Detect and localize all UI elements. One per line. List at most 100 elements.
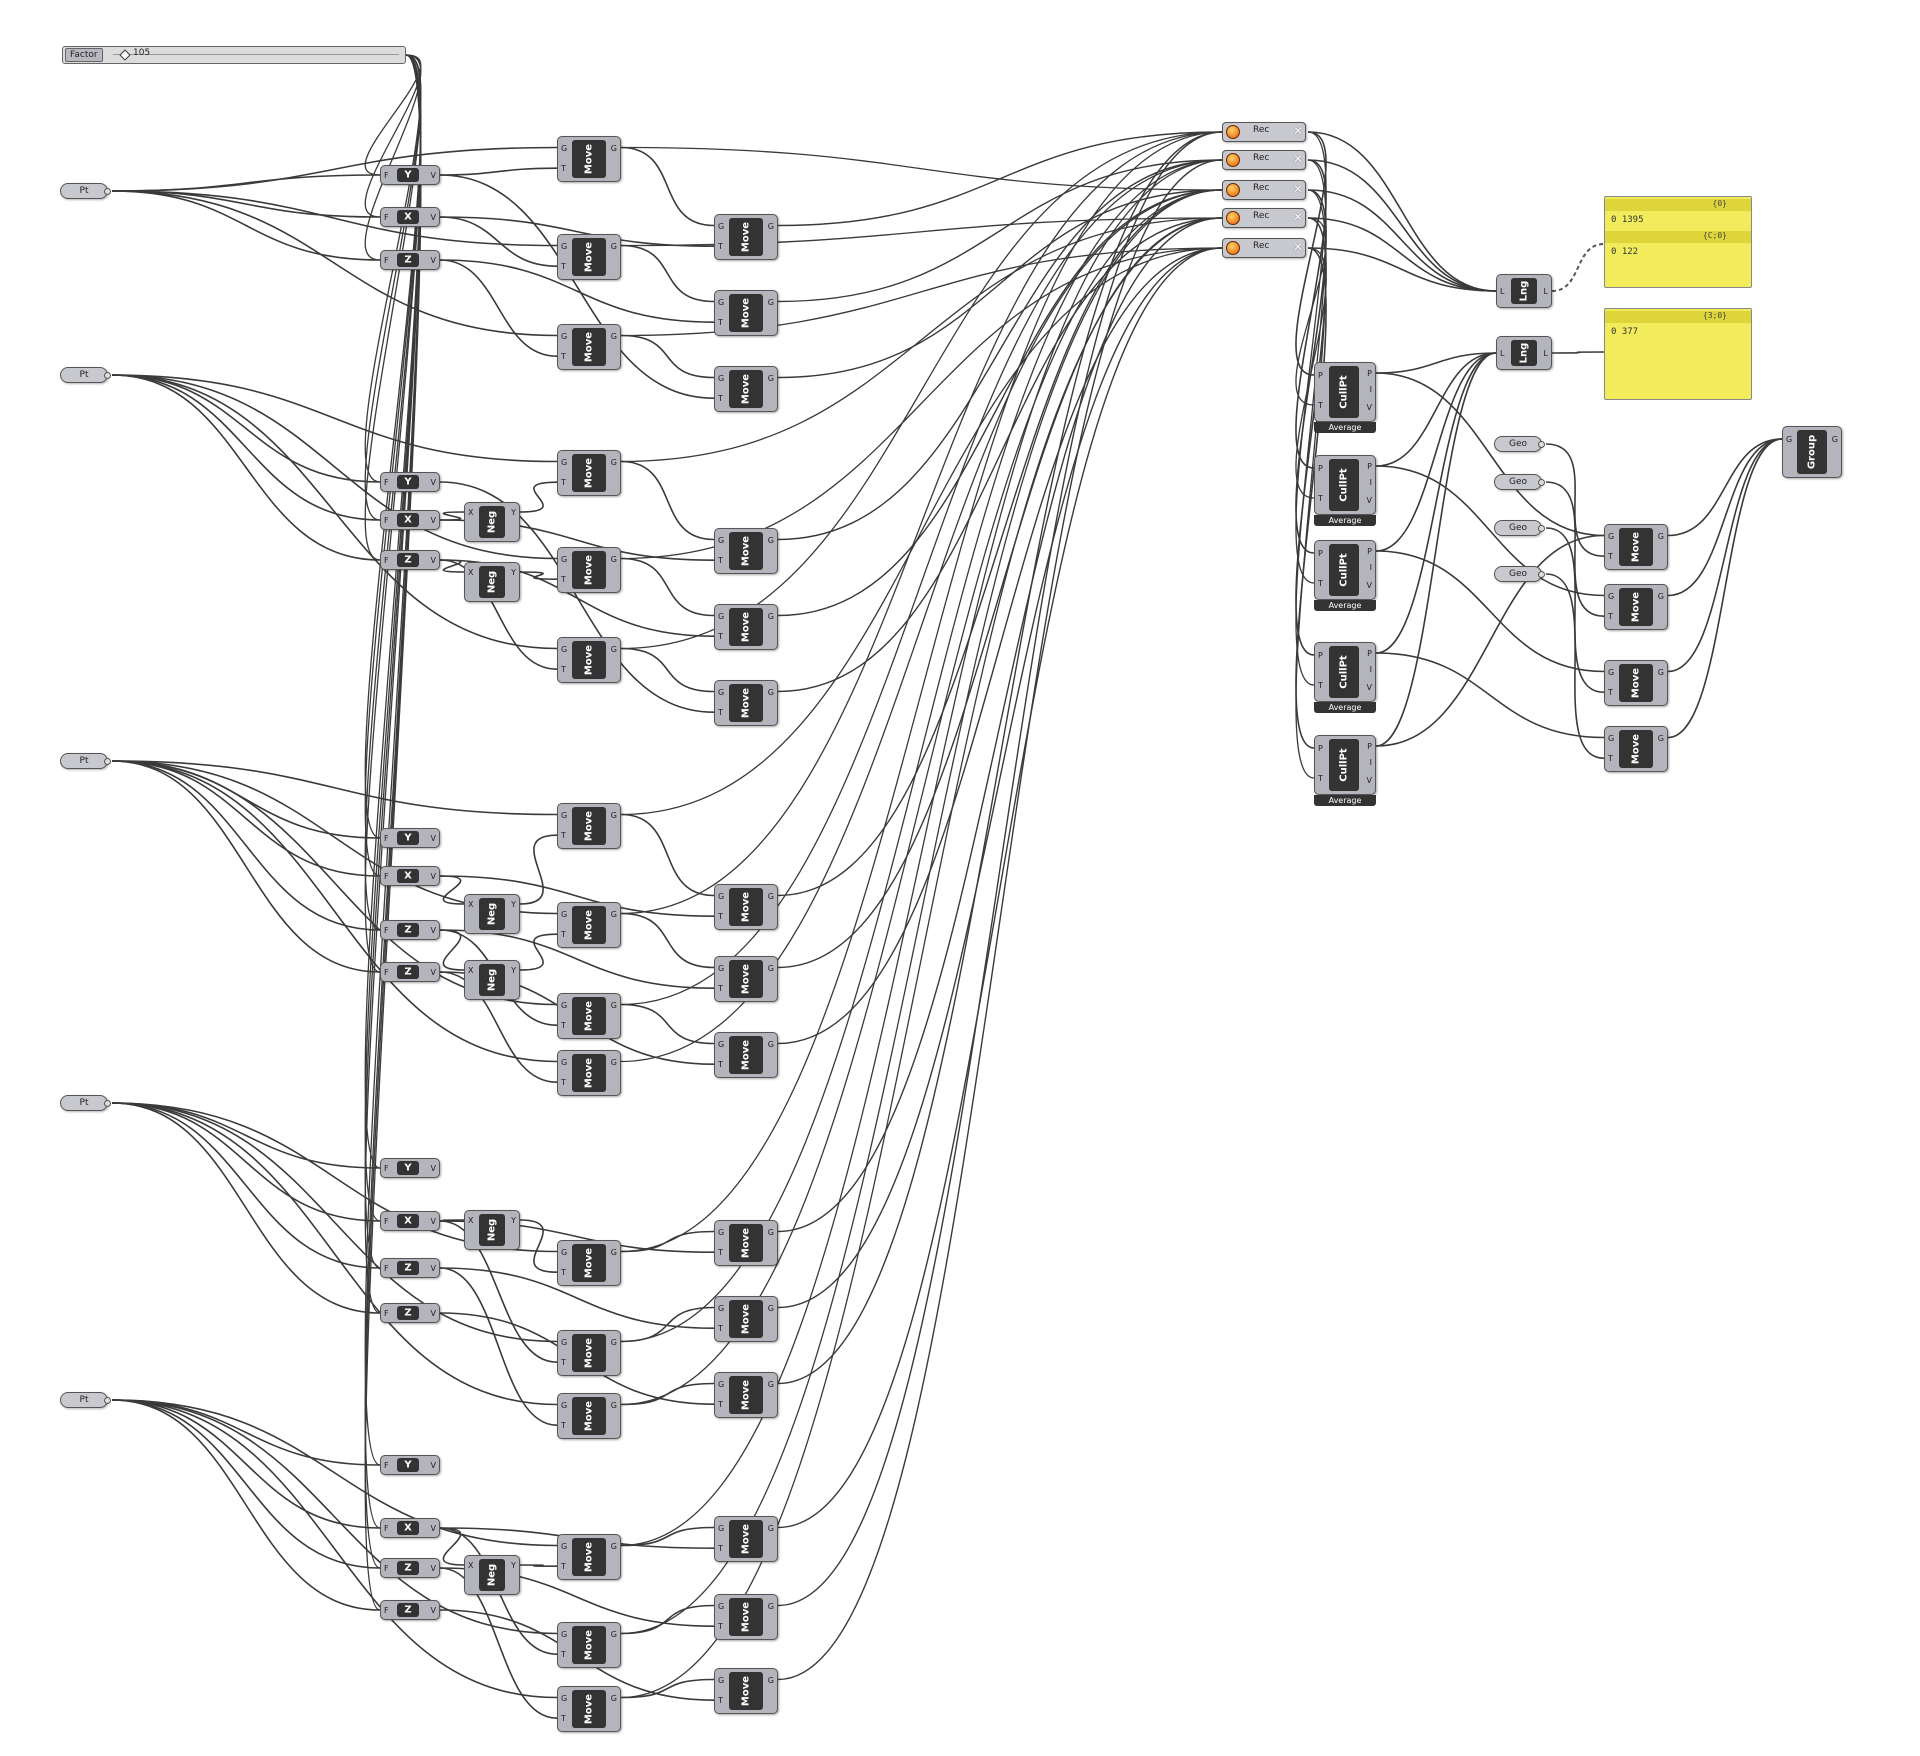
- pt-param[interactable]: Pt: [60, 367, 111, 383]
- data-recorder[interactable]: Rec✕: [1222, 238, 1306, 258]
- port-in: G: [718, 297, 725, 307]
- pt-param[interactable]: Pt: [60, 183, 111, 199]
- clear-icon[interactable]: ✕: [1292, 210, 1303, 224]
- pt-param[interactable]: Pt: [60, 753, 111, 769]
- record-led-icon[interactable]: [1226, 125, 1240, 139]
- clear-icon[interactable]: ✕: [1292, 152, 1303, 166]
- clear-icon[interactable]: ✕: [1292, 124, 1303, 138]
- record-led-icon[interactable]: [1226, 183, 1240, 197]
- geo-param[interactable]: Geo: [1494, 474, 1545, 490]
- port-out: G: [610, 1247, 617, 1257]
- geo-param[interactable]: Geo: [1494, 520, 1545, 536]
- clear-icon[interactable]: ✕: [1292, 182, 1303, 196]
- port-in: G: [561, 554, 568, 564]
- data-recorder[interactable]: Rec✕: [1222, 208, 1306, 228]
- data-recorder[interactable]: Rec✕: [1222, 122, 1306, 142]
- slider-knob[interactable]: [119, 49, 131, 61]
- geo-param[interactable]: Geo: [1494, 436, 1545, 452]
- data-recorder[interactable]: Rec✕: [1222, 180, 1306, 200]
- clear-icon[interactable]: ✕: [1292, 240, 1303, 254]
- pt-param[interactable]: Pt: [60, 1095, 111, 1111]
- average-mode-tag: Average: [1314, 515, 1376, 526]
- move-label: Move: [740, 535, 752, 567]
- pt-param[interactable]: Pt: [60, 1392, 111, 1408]
- record-led-icon[interactable]: [1226, 241, 1240, 255]
- geo-param[interactable]: Geo: [1494, 566, 1545, 582]
- wire: [1375, 372, 1605, 537]
- record-led-icon[interactable]: [1226, 211, 1240, 225]
- data-recorder[interactable]: Rec✕: [1222, 150, 1306, 170]
- record-led-icon[interactable]: [1226, 153, 1240, 167]
